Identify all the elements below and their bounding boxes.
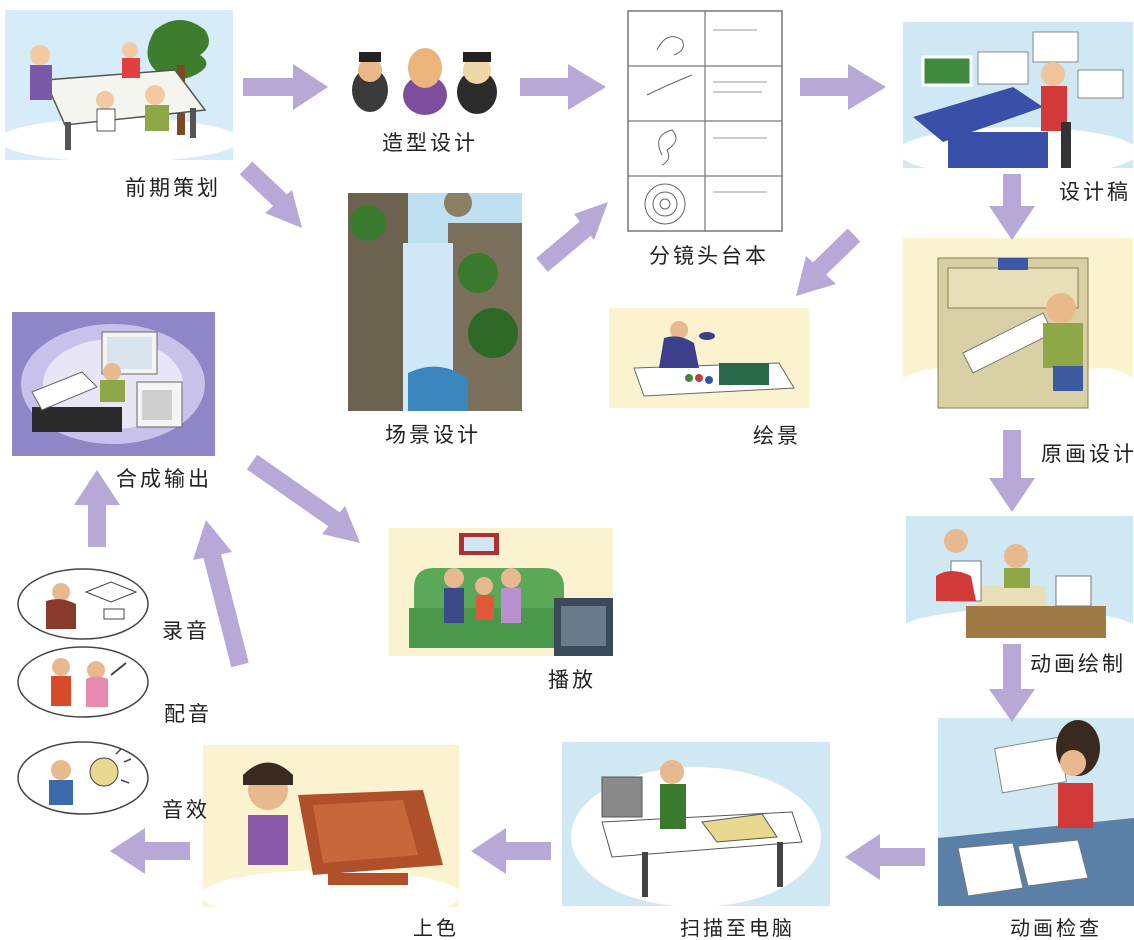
checker-icon: [938, 718, 1134, 906]
arrow-character-design-to-storyboard: [520, 64, 606, 110]
recording-label: 录音: [162, 619, 210, 643]
key-animation-illustration: [903, 238, 1133, 426]
planning-label: 前期策划: [125, 176, 221, 200]
characters-icon: [345, 40, 503, 120]
layout-label: 设计稿: [1059, 180, 1131, 204]
arrow-compositing-to-playback: [246, 454, 360, 543]
arrow-planning-to-scene-design: [239, 161, 302, 228]
arrow-layout-to-key-animation: [989, 174, 1035, 240]
sound-effects-illustration: [16, 740, 150, 816]
arrow-check-to-scan: [845, 834, 925, 880]
storyboard-sheet-icon: [627, 10, 783, 232]
planning-illustration: [5, 10, 233, 160]
compositing-computer-icon: [12, 312, 215, 456]
arrow-storyboard-to-layout: [800, 64, 886, 110]
inbetween-illustration: [906, 516, 1133, 638]
dubbing-icon: [17, 646, 149, 718]
scene-design-label: 场景设计: [385, 423, 481, 447]
background-paint-illustration: [609, 308, 809, 408]
scene-design-illustration: [348, 193, 522, 411]
character-design-label: 造型设计: [382, 131, 478, 155]
scan-label: 扫描至电脑: [680, 916, 795, 940]
arrow-scene-design-to-storyboard: [536, 202, 608, 272]
colorist-icon: [203, 745, 459, 907]
arrow-coloring-to-sound-effects: [110, 828, 190, 874]
recording-illustration: [16, 567, 150, 641]
storyboard-illustration: [627, 10, 783, 232]
playback-illustration: [389, 528, 613, 656]
arrow-scan-to-coloring: [471, 828, 551, 874]
painter-icon: [609, 308, 809, 408]
recording-icon: [17, 568, 149, 640]
dubbing-label: 配音: [164, 702, 212, 726]
arrow-planning-to-character-design: [243, 64, 328, 110]
meeting-scene-icon: [5, 10, 233, 160]
key-animator-desk-icon: [903, 238, 1133, 426]
coloring-label: 上色: [413, 916, 459, 940]
layout-artist-icon: [903, 22, 1133, 168]
arrow-storyboard-to-background-paint: [796, 228, 861, 296]
sound-effects-icon: [17, 741, 149, 815]
character-design-illustration: [345, 40, 503, 120]
compositing-illustration: [12, 312, 215, 456]
background-paint-label: 绘景: [753, 424, 801, 448]
animation-check-label: 动画检查: [1010, 916, 1102, 940]
inbetween-artists-icon: [906, 516, 1133, 638]
key-animation-label: 原画设计: [1041, 442, 1134, 466]
arrow-key-animation-to-inbetween: [989, 430, 1035, 512]
storyboard-label: 分镜头台本: [649, 244, 769, 268]
animation-check-illustration: [938, 718, 1134, 906]
inbetween-label: 动画绘制: [1030, 652, 1126, 676]
layout-illustration: [903, 22, 1133, 168]
coloring-illustration: [203, 745, 459, 907]
arrow-audio-to-compositing: [193, 520, 249, 668]
playback-label: 播放: [548, 668, 596, 692]
scanner-icon: [562, 742, 830, 906]
family-tv-icon: [389, 528, 613, 656]
dubbing-illustration: [16, 645, 150, 719]
compositing-label: 合成输出: [116, 467, 212, 491]
sound-effects-label: 音效: [162, 798, 210, 822]
scan-illustration: [562, 742, 830, 906]
waterfall-scene-icon: [348, 193, 522, 411]
arrow-inbetween-to-check: [989, 644, 1035, 722]
arrow-recording-to-compositing: [74, 470, 120, 547]
